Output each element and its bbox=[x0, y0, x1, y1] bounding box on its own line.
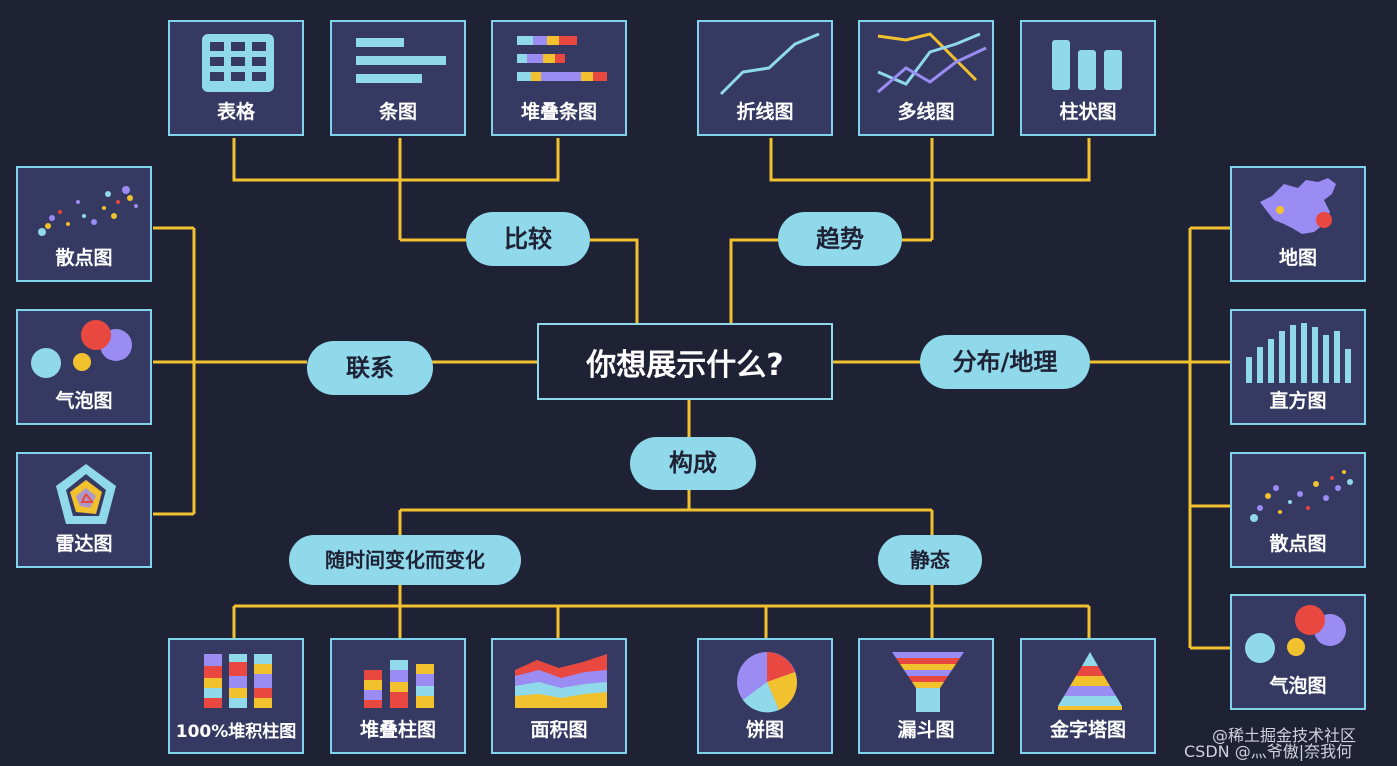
line-chart-icon bbox=[719, 32, 820, 96]
map-icon bbox=[1260, 178, 1336, 234]
table-icon bbox=[202, 34, 274, 92]
watermark-juejin: @稀土掘金技术社区 bbox=[1212, 726, 1357, 745]
bubble-icon bbox=[1245, 605, 1346, 663]
card-scatter-right[interactable]: 散点图 bbox=[1230, 452, 1366, 568]
scatter-icon bbox=[38, 186, 138, 236]
card-label: 雷达图 bbox=[55, 533, 113, 555]
card-map[interactable]: 地图 bbox=[1230, 166, 1366, 282]
card-bubble-right[interactable]: 气泡图 bbox=[1230, 594, 1366, 710]
card-multi-line[interactable]: 多线图 bbox=[858, 20, 994, 136]
area-chart-icon bbox=[515, 654, 607, 708]
card-label: 散点图 bbox=[55, 247, 113, 269]
card-label: 饼图 bbox=[745, 719, 784, 741]
card-label: 多线图 bbox=[897, 101, 955, 123]
card-label: 气泡图 bbox=[1269, 675, 1327, 697]
card-label: 散点图 bbox=[1269, 533, 1327, 555]
card-label: 条图 bbox=[378, 101, 417, 123]
card-percent-stacked-column[interactable]: 100%堆积柱图 bbox=[168, 638, 304, 754]
category-static[interactable]: 静态 bbox=[878, 535, 982, 585]
column-chart-icon bbox=[1052, 40, 1122, 90]
histogram-icon bbox=[1246, 323, 1351, 383]
card-funnel[interactable]: 漏斗图 bbox=[858, 638, 994, 754]
category-distribution[interactable]: 分布/地理 bbox=[920, 335, 1090, 389]
card-area[interactable]: 面积图 bbox=[491, 638, 627, 754]
category-relation[interactable]: 联系 bbox=[307, 341, 433, 395]
card-radar[interactable]: 雷达图 bbox=[16, 452, 152, 568]
card-bubble-left[interactable]: 气泡图 bbox=[16, 309, 152, 425]
bar-chart-icon bbox=[356, 38, 446, 83]
pyramid-icon bbox=[1058, 652, 1122, 710]
card-table[interactable]: 表格 bbox=[168, 20, 304, 136]
bubble-icon bbox=[31, 320, 132, 378]
card-label: 堆叠条图 bbox=[520, 101, 597, 123]
radar-icon bbox=[56, 464, 116, 524]
category-composition[interactable]: 构成 bbox=[630, 437, 756, 490]
card-label: 堆叠柱图 bbox=[359, 719, 436, 741]
card-pie[interactable]: 饼图 bbox=[697, 638, 833, 754]
card-pyramid[interactable]: 金字塔图 bbox=[1020, 638, 1156, 754]
pie-chart-icon bbox=[737, 652, 797, 713]
card-label: 折线图 bbox=[736, 101, 794, 123]
card-label: 金字塔图 bbox=[1049, 719, 1126, 741]
card-label: 柱状图 bbox=[1059, 101, 1117, 123]
multi-line-icon bbox=[877, 32, 987, 94]
center-question: 你想展示什么? bbox=[537, 323, 833, 400]
funnel-icon bbox=[892, 652, 964, 712]
card-histogram[interactable]: 直方图 bbox=[1230, 309, 1366, 425]
watermark-csdn: CSDN @灬爷傲|奈我何 bbox=[1184, 742, 1353, 761]
stacked-column-icon bbox=[364, 660, 434, 708]
card-column[interactable]: 柱状图 bbox=[1020, 20, 1156, 136]
category-compare[interactable]: 比较 bbox=[466, 212, 590, 266]
card-label: 漏斗图 bbox=[897, 719, 955, 741]
card-bar[interactable]: 条图 bbox=[330, 20, 466, 136]
card-label: 表格 bbox=[216, 101, 255, 123]
card-label: 直方图 bbox=[1269, 390, 1327, 412]
card-label: 地图 bbox=[1278, 247, 1317, 269]
card-label: 100%堆积柱图 bbox=[175, 722, 297, 742]
category-trend[interactable]: 趋势 bbox=[778, 212, 902, 266]
card-label: 面积图 bbox=[530, 719, 588, 741]
percent-stacked-column-icon bbox=[204, 654, 272, 708]
category-over-time[interactable]: 随时间变化而变化 bbox=[289, 535, 521, 585]
card-stacked-bar[interactable]: 堆叠条图 bbox=[491, 20, 627, 136]
card-stacked-column[interactable]: 堆叠柱图 bbox=[330, 638, 466, 754]
stacked-bar-icon bbox=[517, 36, 607, 81]
card-label: 气泡图 bbox=[55, 390, 113, 412]
scatter-icon bbox=[1250, 470, 1353, 522]
card-scatter-left[interactable]: 散点图 bbox=[16, 166, 152, 282]
card-line[interactable]: 折线图 bbox=[697, 20, 833, 136]
